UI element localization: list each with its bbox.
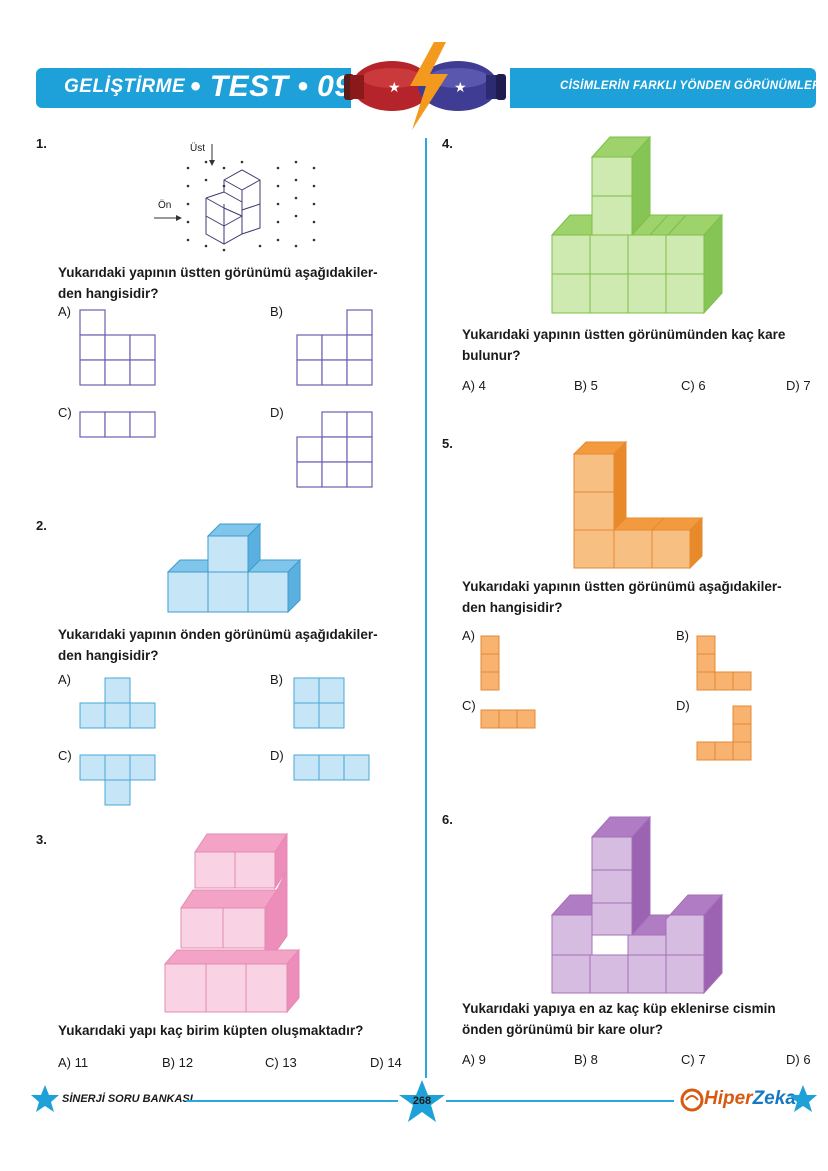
- hiperzeka-logo-icon: [680, 1088, 704, 1112]
- q4-text-line2: bulunur?: [462, 348, 521, 363]
- q2-number: 2.: [36, 518, 47, 533]
- q5-option-b-figure[interactable]: [696, 635, 753, 692]
- q2-option-a-figure[interactable]: [79, 677, 158, 732]
- header-banner-right: [510, 68, 816, 108]
- q6-answer-c[interactable]: C) 7: [681, 1052, 706, 1067]
- q2-text-line2: den hangisidir?: [58, 648, 159, 663]
- header-left-title: GELİŞTİRME: [64, 76, 186, 97]
- q1-question-text: Yukarıdaki yapının üstten görünümü aşağı…: [58, 262, 378, 304]
- logo-part-zeka: Zeka: [752, 1088, 796, 1109]
- q5-option-d-label[interactable]: D): [676, 698, 690, 713]
- q4-text-line1: Yukarıdaki yapının üstten görünümünden k…: [462, 327, 786, 342]
- header-banner-left: [36, 68, 351, 108]
- q6-purple-cube-structure: [550, 815, 724, 995]
- q1-option-b-figure[interactable]: [296, 309, 377, 390]
- boxing-gloves-icon: ★ ★: [344, 42, 506, 130]
- q2-option-b-figure[interactable]: [293, 677, 348, 732]
- q3-answer-c[interactable]: C) 13: [265, 1055, 297, 1070]
- q5-option-a-label[interactable]: A): [462, 628, 475, 643]
- footer-brand: SİNERJİ SORU BANKASI: [62, 1093, 193, 1105]
- q1-dot-grid-figure: [154, 144, 316, 252]
- q1-number: 1.: [36, 136, 47, 151]
- q5-question-text: Yukarıdaki yapının üstten görünümü aşağı…: [462, 576, 782, 618]
- q4-green-cube-structure: [550, 135, 724, 315]
- q1-option-d-figure[interactable]: [296, 411, 377, 492]
- q2-blue-cube-structure: [166, 522, 302, 614]
- q2-question-text: Yukarıdaki yapının önden görünümü aşağıd…: [58, 624, 378, 666]
- q1-option-c-label[interactable]: C): [58, 405, 72, 420]
- test-label: • TEST • 09: [190, 70, 352, 103]
- q5-text-line1: Yukarıdaki yapının üstten görünümü aşağı…: [462, 579, 782, 594]
- q3-number: 3.: [36, 832, 47, 847]
- q6-text-line2: önden görünümü bir kare olur?: [462, 1022, 664, 1037]
- q5-number: 5.: [442, 436, 453, 451]
- svg-text:★: ★: [388, 80, 401, 96]
- star-right-icon: [789, 1085, 817, 1112]
- q1-option-b-label[interactable]: B): [270, 304, 283, 319]
- q2-option-b-label[interactable]: B): [270, 672, 283, 687]
- footer-logo: HiperZeka: [704, 1088, 796, 1110]
- svg-text:★: ★: [454, 80, 467, 96]
- q2-option-a-label[interactable]: A): [58, 672, 71, 687]
- q1-option-a-label[interactable]: A): [58, 304, 71, 319]
- q3-pink-cube-structure: [163, 832, 301, 1014]
- q6-answer-a[interactable]: A) 9: [462, 1052, 486, 1067]
- q1-text-line1: Yukarıdaki yapının üstten görünümü aşağı…: [58, 265, 378, 280]
- star-left-icon: [31, 1085, 59, 1112]
- q4-question-text: Yukarıdaki yapının üstten görünümünden k…: [462, 324, 785, 366]
- q4-answer-d[interactable]: D) 7: [786, 378, 811, 393]
- footer-line-left: [186, 1100, 398, 1102]
- q5-text-line2: den hangisidir?: [462, 600, 563, 615]
- q3-answer-a[interactable]: A) 11: [58, 1055, 89, 1070]
- q5-option-d-figure[interactable]: [696, 705, 753, 762]
- q4-answer-a[interactable]: A) 4: [462, 378, 486, 393]
- q4-answer-b[interactable]: B) 5: [574, 378, 598, 393]
- q5-option-c-label[interactable]: C): [462, 698, 476, 713]
- q6-answer-b[interactable]: B) 8: [574, 1052, 598, 1067]
- q1-label-top: Üst: [190, 143, 205, 154]
- q3-answer-b[interactable]: B) 12: [162, 1055, 194, 1070]
- q1-text-line2: den hangisidir?: [58, 286, 159, 301]
- q4-answer-c[interactable]: C) 6: [681, 378, 706, 393]
- page-number: 268: [412, 1095, 432, 1107]
- q6-number: 6.: [442, 812, 453, 827]
- q2-option-c-figure[interactable]: [79, 754, 158, 809]
- q3-answer-d[interactable]: D) 14: [370, 1055, 402, 1070]
- q3-question-text: Yukarıdaki yapı kaç birim küpten oluşmak…: [58, 1023, 364, 1038]
- logo-part-hiper: Hiper: [704, 1088, 753, 1109]
- column-divider: [425, 138, 427, 1078]
- q1-option-a-figure[interactable]: [79, 309, 160, 390]
- q6-answer-d[interactable]: D) 6: [786, 1052, 811, 1067]
- q2-text-line1: Yukarıdaki yapının önden görünümü aşağıd…: [58, 627, 378, 642]
- q5-orange-cube-structure: [572, 440, 704, 570]
- header-right-title: CİSİMLERİN FARKLI YÖNDEN GÖRÜNÜMLERİ: [560, 80, 825, 92]
- q5-option-c-figure[interactable]: [480, 709, 537, 730]
- q1-option-c-figure[interactable]: [79, 411, 160, 442]
- q2-option-c-label[interactable]: C): [58, 748, 72, 763]
- page-number-star-icon: [399, 1080, 445, 1122]
- q5-option-a-figure[interactable]: [480, 635, 501, 692]
- q2-option-d-label[interactable]: D): [270, 748, 284, 763]
- q6-text-line1: Yukarıdaki yapıya en az kaç küp eklenirs…: [462, 1001, 776, 1016]
- q5-option-b-label[interactable]: B): [676, 628, 689, 643]
- q4-number: 4.: [442, 136, 453, 151]
- q1-option-d-label[interactable]: D): [270, 405, 284, 420]
- q6-question-text: Yukarıdaki yapıya en az kaç küp eklenirs…: [462, 998, 776, 1040]
- q1-label-front: Ön: [158, 200, 172, 211]
- footer-line-right: [446, 1100, 674, 1102]
- q2-option-d-figure[interactable]: [293, 754, 372, 785]
